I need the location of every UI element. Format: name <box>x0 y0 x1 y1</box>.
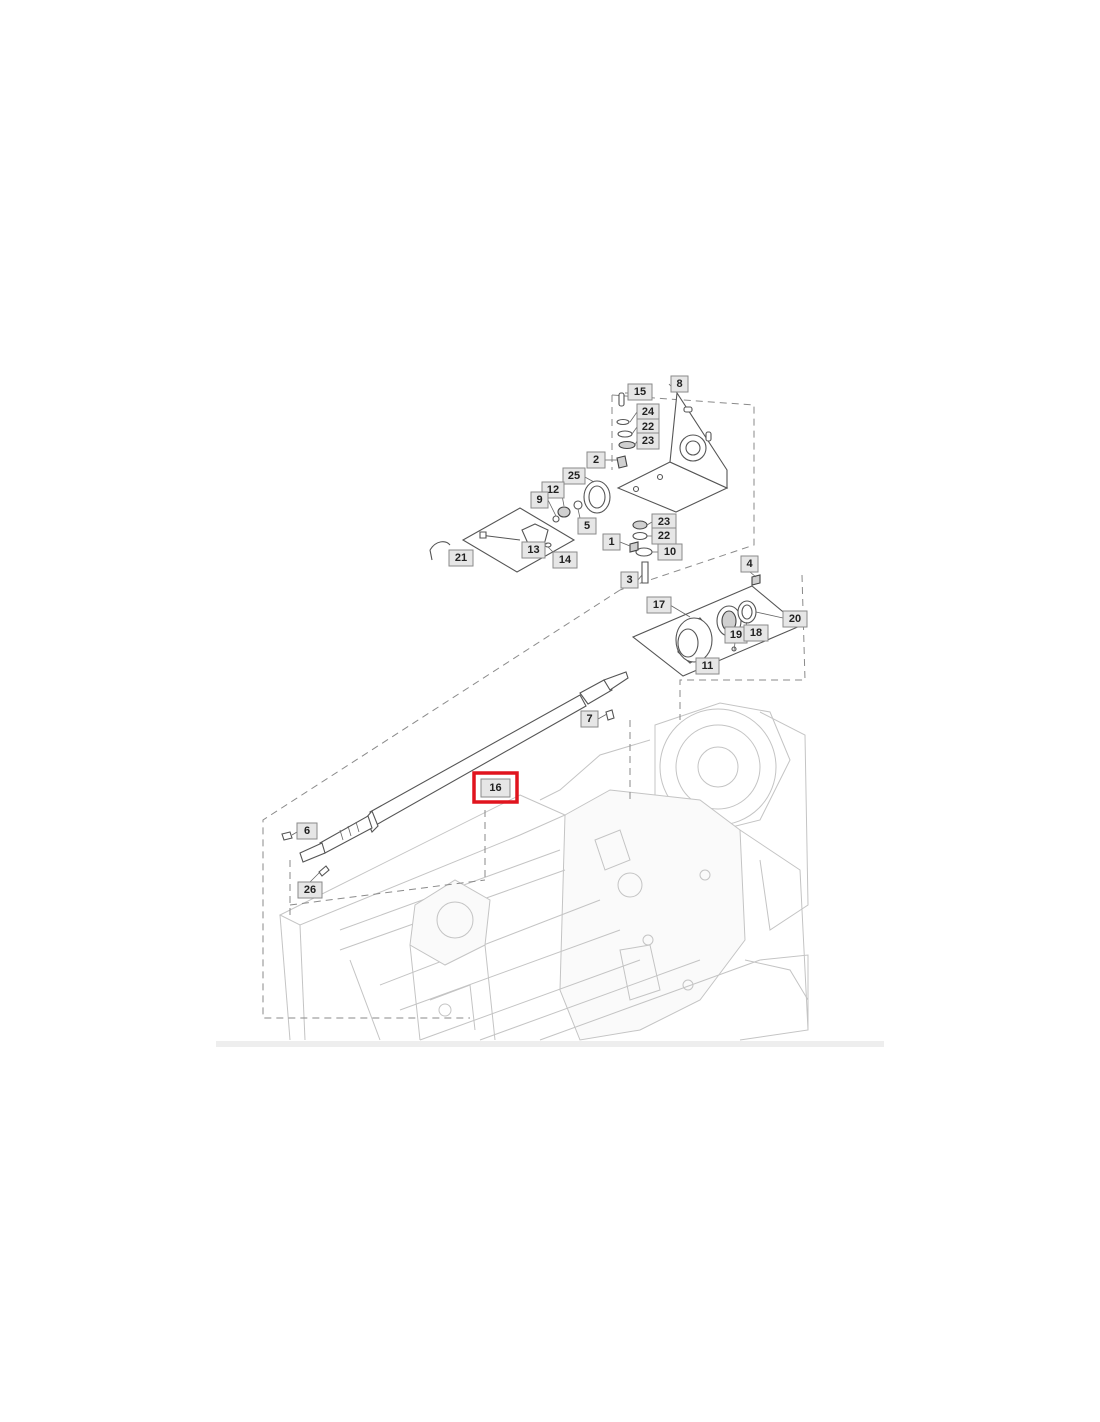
callout-22-label: 22 <box>642 421 654 433</box>
callout-7[interactable]: 7 <box>580 710 599 728</box>
callout-16-label: 16 <box>489 782 501 794</box>
callout-15-label: 15 <box>634 386 646 398</box>
callout-21-label: 21 <box>455 552 467 564</box>
callout-5-label: 5 <box>584 520 590 532</box>
callout-10[interactable]: 10 <box>657 543 683 561</box>
callout-26-label: 26 <box>304 884 316 896</box>
callout-1-label: 1 <box>608 536 614 548</box>
bracket-part-8 <box>616 391 729 513</box>
callout-23-label: 23 <box>642 435 654 447</box>
callout-17[interactable]: 17 <box>646 596 672 614</box>
callout-11-label: 11 <box>702 660 714 672</box>
callout-25[interactable]: 25 <box>562 467 586 485</box>
callout-11[interactable]: 11 <box>695 657 720 675</box>
callout-2-label: 2 <box>593 454 599 466</box>
callout-3-label: 3 <box>626 574 632 586</box>
callout-6-label: 6 <box>304 825 310 837</box>
callout-13-label: 13 <box>527 544 539 556</box>
callout-19-label: 19 <box>730 629 742 641</box>
callout-25-label: 25 <box>568 470 580 482</box>
key-part-7 <box>605 709 615 721</box>
callout-10-label: 10 <box>664 546 676 558</box>
main-shaft-part-16 <box>299 671 629 863</box>
callout-13[interactable]: 13 <box>521 541 546 559</box>
callout-20[interactable]: 20 <box>782 610 808 628</box>
key-part-6 <box>281 831 293 841</box>
callout-17-label: 17 <box>653 599 665 611</box>
callout-22-lower-label: 22 <box>658 530 670 542</box>
callout-14-label: 14 <box>559 554 572 566</box>
callout-16[interactable]: 16 <box>480 778 511 798</box>
diagram-bottom-edge <box>216 1041 884 1047</box>
callout-22[interactable]: 22 <box>636 418 660 436</box>
callout-4[interactable]: 4 <box>740 555 759 573</box>
callout-7-label: 7 <box>586 713 592 725</box>
callout-4-label: 4 <box>746 558 753 570</box>
callout-23-lower-label: 23 <box>658 516 670 528</box>
callout-22-lower[interactable]: 22 <box>651 527 677 545</box>
callout-3[interactable]: 3 <box>620 571 639 589</box>
callout-12-label: 12 <box>547 484 559 496</box>
callout-20-label: 20 <box>789 613 801 625</box>
callout-5[interactable]: 5 <box>577 517 597 535</box>
callout-18[interactable]: 18 <box>743 624 769 642</box>
callout-2[interactable]: 2 <box>586 451 606 469</box>
callout-15[interactable]: 15 <box>627 383 653 401</box>
callout-19[interactable]: 19 <box>724 626 748 644</box>
background-machine-frame <box>278 702 809 1041</box>
callout-6[interactable]: 6 <box>296 822 318 840</box>
callout-14[interactable]: 14 <box>552 551 578 569</box>
callout-8-label: 8 <box>676 378 682 390</box>
callout-21[interactable]: 21 <box>448 549 474 567</box>
callout-9-label: 9 <box>536 494 542 506</box>
highlight-frame-part-16 <box>472 771 519 804</box>
callout-9[interactable]: 9 <box>530 491 549 509</box>
callout-1[interactable]: 1 <box>602 533 621 551</box>
pin-part-26 <box>318 865 330 877</box>
callout-24[interactable]: 24 <box>636 403 660 421</box>
hardware-small-parts <box>429 392 761 586</box>
callout-23[interactable]: 23 <box>636 432 660 450</box>
callout-26[interactable]: 26 <box>297 881 323 899</box>
callout-24-label: 24 <box>642 406 655 418</box>
callout-18-label: 18 <box>750 627 762 639</box>
callout-8[interactable]: 8 <box>670 375 689 393</box>
